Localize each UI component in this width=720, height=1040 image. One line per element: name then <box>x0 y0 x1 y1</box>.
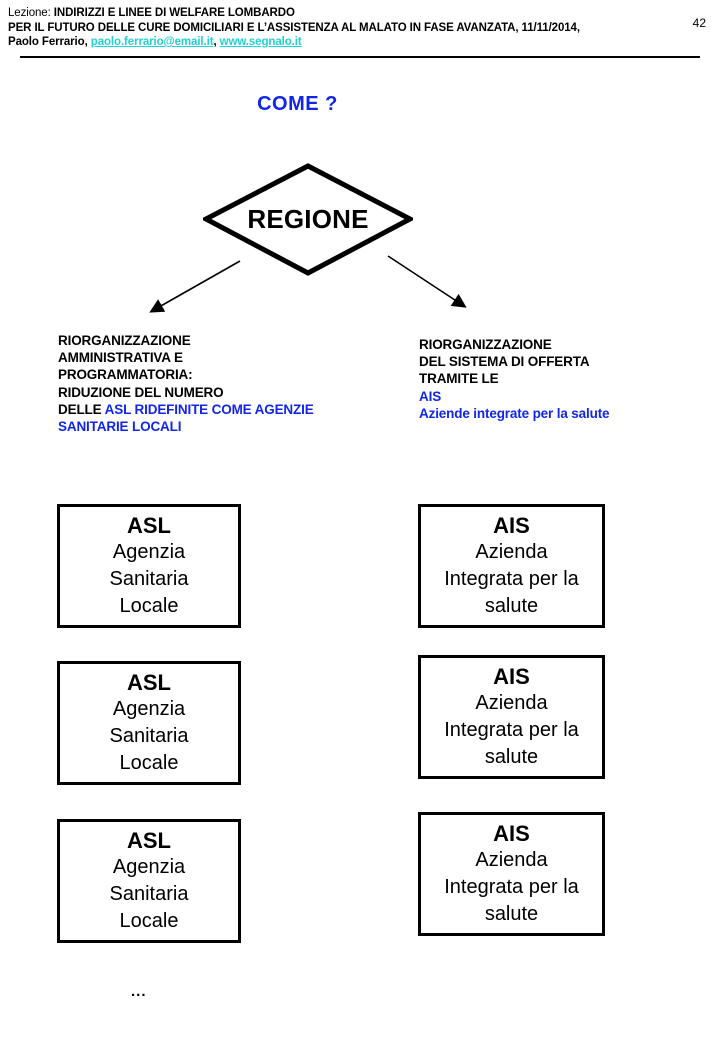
asl-box-1-name-line-2: Sanitaria <box>109 568 189 590</box>
asl-box-3-name-line-1: Agenzia <box>112 856 186 878</box>
asl-box-2-name-line-3: Locale <box>119 752 179 774</box>
page-number: 42 <box>692 16 706 30</box>
header-line-2: PER IL FUTURO DELLE CURE DOMICILIARI E L… <box>8 21 580 34</box>
asl-box-1-code: ASL <box>127 513 171 538</box>
branch-left-line-3: PROGRAMMATORIA: <box>58 367 193 383</box>
ais-box-2[interactable]: AIS Azienda Integrata per la salute <box>418 655 605 779</box>
asl-box-2-name-line-1: Agenzia <box>112 698 186 720</box>
regione-label: REGIONE <box>247 204 369 234</box>
asl-box-3-name-line-3: Locale <box>119 910 179 932</box>
asl-box-3-code: ASL <box>127 828 171 853</box>
branch-left-line-5: DELLE <box>58 401 105 417</box>
continuation-ellipsis: ... <box>131 983 147 1000</box>
branch-right-line-1: RIORGANIZZAZIONE <box>419 337 552 352</box>
ais-box-2-name-line-3: salute <box>484 746 539 768</box>
ais-box-1-name-line-1: Azienda <box>475 541 548 563</box>
asl-box-3[interactable]: ASL Agenzia Sanitaria Locale <box>57 819 241 943</box>
ais-box-1-name-line-3: salute <box>484 595 539 617</box>
branch-right-highlight-2: Aziende integrate per la salute <box>419 405 610 421</box>
ais-box-3-name-line-2: Integrata per la <box>444 876 579 898</box>
asl-box-3-name-line-2: Sanitaria <box>109 883 189 905</box>
ais-box-3-code: AIS <box>493 821 530 846</box>
asl-box-2-code: ASL <box>127 670 171 695</box>
branch-left-line-4: RIDUZIONE DEL NUMERO <box>58 384 224 400</box>
asl-box-1-name-line-3: Locale <box>119 595 179 617</box>
header-line-1: Lezione: INDIRIZZI E LINEE DI WELFARE LO… <box>8 6 648 21</box>
asl-box-1[interactable]: ASL Agenzia Sanitaria Locale <box>57 504 241 628</box>
regione-diamond: REGIONE <box>203 163 413 276</box>
branch-right-line-3: TRAMITE LE <box>419 371 499 387</box>
header-line-3: Paolo Ferrario, paolo.ferrario@email.it,… <box>8 35 648 50</box>
header-course-title: INDIRIZZI E LINEE DI WELFARE LOMBARDO <box>53 7 295 19</box>
ais-box-3-name-line-3: salute <box>484 903 539 925</box>
branch-right-highlight-1: AIS <box>419 388 442 404</box>
header-author: Paolo Ferrario, <box>8 36 88 48</box>
branch-left-highlight: ASL RIDEFINITE COME AGENZIE SANITARIE LO… <box>58 401 314 435</box>
header-divider <box>20 56 700 58</box>
branch-left-line-1: RIORGANIZZAZIONE <box>58 333 191 348</box>
asl-box-2-name-line-2: Sanitaria <box>109 725 189 747</box>
branch-description-right: RIORGANIZZAZIONE DEL SISTEMA DI OFFERTA … <box>419 336 689 422</box>
ais-box-2-name-line-2: Integrata per la <box>444 719 579 741</box>
ais-box-2-name-line-1: Azienda <box>475 692 548 714</box>
slide-header: Lezione: INDIRIZZI E LINEE DI WELFARE LO… <box>8 6 648 50</box>
ais-box-1-name-line-2: Integrata per la <box>444 568 579 590</box>
branch-description-left: RIORGANIZZAZIONE AMMINISTRATIVA E PROGRA… <box>58 332 338 435</box>
ais-box-3-name-line-1: Azienda <box>475 849 548 871</box>
slide-title: COME ? <box>257 93 338 115</box>
ais-box-1-code: AIS <box>493 513 530 538</box>
header-lezione-label: Lezione: <box>8 7 51 19</box>
ais-box-1[interactable]: AIS Azienda Integrata per la salute <box>418 504 605 628</box>
header-website-link[interactable]: www.segnalo.it <box>219 36 302 48</box>
asl-box-1-name-line-1: Agenzia <box>112 541 186 563</box>
ais-box-3[interactable]: AIS Azienda Integrata per la salute <box>418 812 605 936</box>
header-email-link[interactable]: paolo.ferrario@email.it <box>90 36 214 48</box>
header-separator-comma: , <box>213 36 217 48</box>
branch-left-line-2: AMMINISTRATIVA E <box>58 350 183 366</box>
asl-box-2[interactable]: ASL Agenzia Sanitaria Locale <box>57 661 241 785</box>
ais-box-2-code: AIS <box>493 664 530 689</box>
branch-right-line-2: DEL SISTEMA DI OFFERTA <box>419 354 590 370</box>
diamond-shape <box>203 163 413 276</box>
